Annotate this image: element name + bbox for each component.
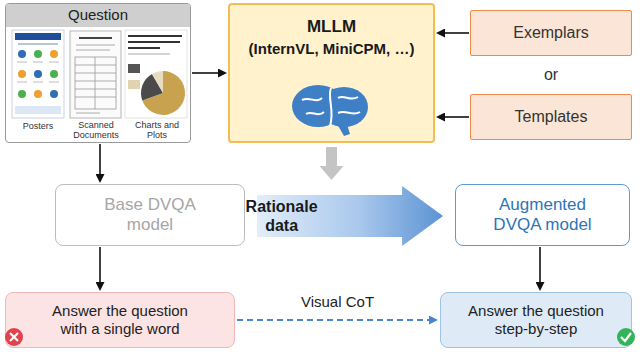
brain-fold: [338, 97, 358, 99]
process-box: Base DVQA model: [55, 184, 245, 246]
poster-text-line: [33, 62, 43, 63]
poster-icon: [50, 70, 58, 78]
brain-fold: [306, 112, 324, 114]
thumbnail-caption: Charts and Plots: [127, 121, 187, 141]
poster-page: [12, 30, 64, 118]
poster-text-line: [49, 82, 59, 83]
brain-lobe: [320, 87, 368, 127]
mllm-fill: [229, 4, 434, 142]
chart-title-line: [128, 35, 182, 37]
poster-text-line: [17, 62, 27, 63]
arrow-text: Rationale data: [246, 197, 318, 235]
box-text: Answer the question step-by-step: [456, 302, 616, 338]
poster-icon: [34, 70, 42, 78]
document-table: [75, 57, 116, 109]
chart-subtitle-line: [128, 54, 170, 55]
brain-fold: [330, 88, 332, 126]
poster-icon: [50, 50, 58, 58]
poster-title-bar: [15, 33, 61, 40]
document-table-rule: [75, 89, 116, 90]
poster-icon: [34, 50, 42, 58]
data-arrow: Rationale data: [257, 186, 443, 246]
brain-fold: [338, 112, 360, 114]
pie-slice: [152, 71, 163, 93]
document-table-rule: [95, 57, 96, 109]
edge-label: Visual CoT: [298, 293, 377, 310]
input-box: Templates: [470, 94, 632, 140]
chart-title-line: [128, 47, 160, 49]
document-page: [70, 31, 121, 118]
answer-box: Answer the question step-by-step: [440, 292, 632, 348]
box-text: Exemplars: [513, 23, 589, 42]
chart-title-line: [128, 41, 180, 43]
document-table-rule: [75, 97, 116, 98]
flow-arrow: [99, 144, 101, 174]
answer-box: Answer the question with a single word: [5, 292, 235, 348]
poster-footer: [15, 106, 61, 114]
thumbnail-caption: Scanned Documents: [69, 121, 123, 141]
document-text-line: [76, 113, 100, 114]
document-text-line: [76, 50, 110, 51]
poster-text-line: [49, 62, 59, 63]
poster-icon: [18, 50, 26, 58]
flow-arrow: [445, 32, 469, 34]
poster-icon: [34, 90, 42, 98]
dashed-arrow: [237, 319, 429, 321]
flow-arrow: [99, 247, 101, 282]
poster-text-line: [33, 82, 43, 83]
poster-subtitle: [18, 43, 58, 45]
arrow-shape: [257, 186, 443, 246]
process-box: Augmented DVQA model: [455, 184, 630, 246]
document-thumbnail: [70, 31, 121, 118]
box-text: Answer the question with a single word: [40, 302, 200, 338]
thumbnail-caption: Posters: [12, 122, 64, 132]
flow-arrow: [326, 147, 337, 166]
chart-legend-box: [128, 80, 140, 89]
input-box: Exemplars: [470, 10, 632, 56]
chart-page: [125, 30, 187, 118]
box-text: Templates: [515, 107, 588, 126]
arrow-body: [257, 186, 443, 246]
flow-arrow: [445, 116, 469, 118]
poster-icon: [18, 90, 26, 98]
model-title: MLLM: [307, 17, 356, 37]
poster-icon: [50, 90, 58, 98]
brain-icon: [292, 85, 368, 136]
poster-icon: [18, 70, 26, 78]
brain-fold: [302, 98, 322, 100]
flow-arrow: [192, 72, 218, 74]
poster-thumbnail: [12, 30, 64, 118]
chart-thumbnail: [125, 30, 187, 118]
document-table-rule: [75, 81, 116, 82]
or-text: or: [531, 66, 571, 84]
document-text-line: [76, 45, 115, 46]
document-table-rule: [75, 65, 116, 66]
brain-stem: [336, 121, 350, 136]
flow-arrow: [539, 247, 541, 282]
document-table-rule: [75, 73, 116, 74]
panel-heading: Question: [6, 4, 190, 27]
document-heading: [79, 37, 112, 39]
box-text: Augmented DVQA model: [483, 195, 603, 236]
chart-legend-box: [128, 64, 140, 73]
model-list: (InternVL, MiniCPM, …): [249, 40, 415, 58]
model-box: MLLM (InternVL, MiniCPM, …): [228, 3, 435, 143]
box-text: Base DVQA model: [95, 195, 205, 236]
poster-text-line: [17, 82, 27, 83]
